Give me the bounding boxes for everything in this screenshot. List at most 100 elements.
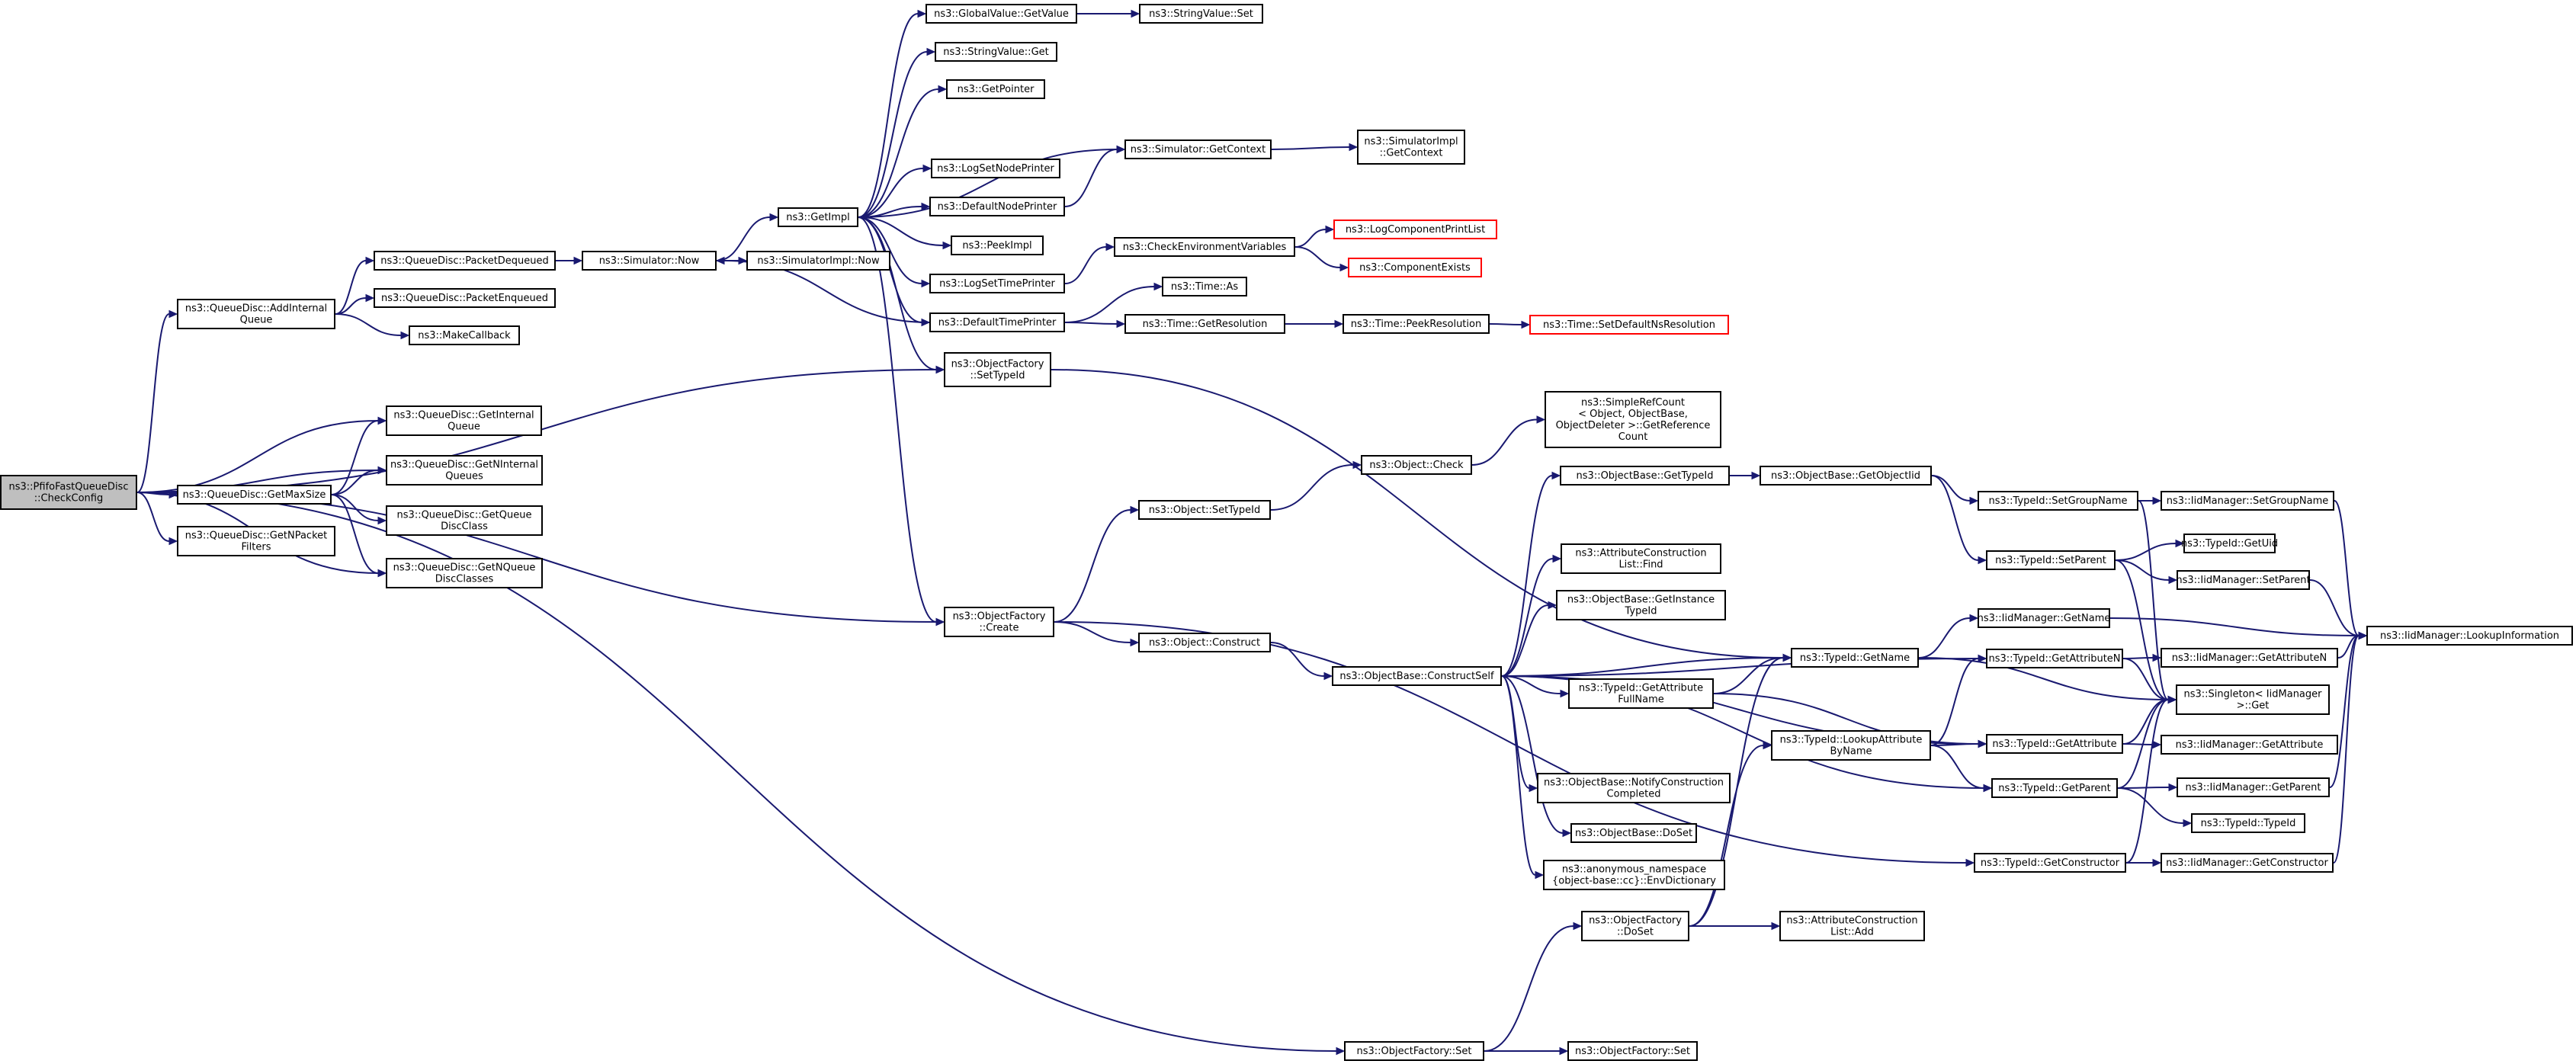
function-node-ns3-logsettimeprinter[interactable]: ns3::LogSetTimePrinter xyxy=(929,274,1065,293)
node-box xyxy=(2161,735,2338,755)
function-node-ns3-stringvalue-get[interactable]: ns3::StringValue::Get xyxy=(935,42,1057,62)
function-node-ns3-object-construct[interactable]: ns3::Object::Construct xyxy=(1138,633,1271,652)
node-box xyxy=(1114,237,1295,257)
function-node-ns3-queuedisc-packetenqueued[interactable]: ns3::QueueDisc::PacketEnqueued xyxy=(374,288,556,308)
function-node-ns3-typeid-getname[interactable]: ns3::TypeId::GetName xyxy=(1791,648,1919,668)
function-node-ns3-logsetnodeprinter[interactable]: ns3::LogSetNodePrinter xyxy=(931,159,1060,178)
function-node-ns3-typeid-getparent[interactable]: ns3::TypeId::GetParent xyxy=(1991,778,2118,798)
call-edge xyxy=(2115,559,2178,585)
function-node-ns3-getimpl[interactable]: ns3::GetImpl xyxy=(778,207,858,227)
function-node-ns3-makecallback[interactable]: ns3::MakeCallback xyxy=(409,325,520,345)
function-node-ns3-objectfactory-create[interactable]: ns3::ObjectFactory::Create xyxy=(944,607,1054,637)
call-edge-line xyxy=(1501,675,1561,694)
function-node-ns3-typeid-getconstructor[interactable]: ns3::TypeId::GetConstructor xyxy=(1974,853,2126,873)
function-node-ns3-time-setdefaultnsresolution[interactable]: ns3::Time::SetDefaultNsResolution xyxy=(1529,315,1729,335)
node-label: DiscClasses xyxy=(435,574,494,585)
arrowhead-icon xyxy=(2152,653,2162,662)
function-node-ns3-componentexists[interactable]: ns3::ComponentExists xyxy=(1348,258,1482,277)
function-node-ns3-time-as[interactable]: ns3::Time::As xyxy=(1162,277,1247,296)
function-node-ns3-simulatorimpl-now[interactable]: ns3::SimulatorImpl::Now xyxy=(746,251,890,271)
function-node-ns3-queuedisc-packetdequeued[interactable]: ns3::QueueDisc::PacketDequeued xyxy=(374,251,556,271)
function-node-ns3-object-check[interactable]: ns3::Object::Check xyxy=(1361,455,1472,475)
call-edge xyxy=(1689,921,1781,931)
call-edges xyxy=(136,9,2368,1056)
function-node-ns3-objectbase-doset[interactable]: ns3::ObjectBase::DoSet xyxy=(1570,823,1697,843)
call-edge xyxy=(858,216,945,627)
function-node-ns3-simulator-getcontext[interactable]: ns3::Simulator::GetContext xyxy=(1124,139,1272,159)
function-node-ns3-iidmanager-lookupinformation[interactable]: ns3::IidManager::LookupInformation xyxy=(2366,626,2573,646)
node-label: ns3::QueueDisc::GetNQueue xyxy=(393,562,536,574)
function-node-ns3-typeid-getuid[interactable]: ns3::TypeId::GetUid xyxy=(2181,534,2278,553)
node-label: ns3::QueueDisc::GetQueue xyxy=(397,510,532,521)
function-node-ns3-typeid-setgroupname[interactable]: ns3::TypeId::SetGroupName xyxy=(1978,491,2138,511)
function-node-ns3-pfifofastqueuedisc-checkconfig[interactable]: ns3::PfifoFastQueueDisc::CheckConfig xyxy=(0,475,137,510)
function-node-ns3-objectbase-getobjectiid[interactable]: ns3::ObjectBase::GetObjectIid xyxy=(1760,466,1932,486)
node-box xyxy=(944,607,1054,637)
node-box xyxy=(1556,590,1726,620)
function-node-ns3-iidmanager-getconstructor[interactable]: ns3::IidManager::GetConstructor xyxy=(2161,853,2334,873)
function-node-ns3-object-settypeid[interactable]: ns3::Object::SetTypeId xyxy=(1138,500,1271,520)
function-node-ns3-objectbase-gettypeid[interactable]: ns3::ObjectBase::GetTypeId xyxy=(1560,466,1730,486)
function-node-ns3-objectbase-constructself[interactable]: ns3::ObjectBase::ConstructSelf xyxy=(1332,666,1502,686)
function-node-ns3-typeid-getattribute[interactable]: ns3::TypeId::GetAttribute xyxy=(1986,734,2123,754)
node-box xyxy=(1986,734,2123,754)
function-node-ns3-iidmanager-getname[interactable]: ns3::IidManager::GetName xyxy=(1978,608,2111,628)
function-node-ns3-getpointer[interactable]: ns3::GetPointer xyxy=(946,79,1045,99)
call-edge-line xyxy=(2138,500,2169,700)
node-label: >::Get xyxy=(2237,700,2270,712)
node-label: ns3::Object::Construct xyxy=(1149,637,1260,649)
node-label: ns3::ObjectBase::GetInstance xyxy=(1567,594,1715,606)
function-node-ns3-time-peekresolution[interactable]: ns3::Time::PeekResolution xyxy=(1343,314,1490,334)
function-node-ns3-typeid-setparent[interactable]: ns3::TypeId::SetParent xyxy=(1986,550,2116,570)
function-node-ns3-simulator-now[interactable]: ns3::Simulator::Now xyxy=(582,251,717,271)
function-node-ns3-anonymous-namespace-object-base-cc-envdictionary[interactable]: ns3::anonymous_namespace{object-base::cc… xyxy=(1543,860,1725,890)
function-node-ns3-typeid-typeid[interactable]: ns3::TypeId::TypeId xyxy=(2191,813,2305,833)
function-node-ns3-iidmanager-getattributen[interactable]: ns3::IidManager::GetAttributeN xyxy=(2161,648,2338,668)
function-node-ns3-iidmanager-getparent[interactable]: ns3::IidManager::GetParent xyxy=(2177,777,2330,797)
call-edge-line xyxy=(1930,658,1979,746)
function-node-ns3-globalvalue-getvalue[interactable]: ns3::GlobalValue::GetValue xyxy=(925,4,1077,24)
function-node-ns3-iidmanager-setparent[interactable]: ns3::IidManager::SetParent xyxy=(2176,570,2311,590)
node-box xyxy=(1791,648,1919,668)
function-node-ns3-simulatorimpl-getcontext[interactable]: ns3::SimulatorImpl::GetContext xyxy=(1357,130,1465,165)
call-edge xyxy=(858,216,931,327)
arrowhead-icon xyxy=(922,164,932,173)
node-box xyxy=(746,251,890,271)
function-node-ns3-objectfactory-set[interactable]: ns3::ObjectFactory::Set xyxy=(1344,1041,1484,1061)
call-edge-line xyxy=(2122,658,2169,700)
node-box xyxy=(946,79,1045,99)
function-node-ns3-defaultnodeprinter[interactable]: ns3::DefaultNodePrinter xyxy=(929,197,1065,216)
function-node-ns3-objectfactory-settypeid[interactable]: ns3::ObjectFactory::SetTypeId xyxy=(944,352,1051,387)
function-node-ns3-checkenvironmentvariables[interactable]: ns3::CheckEnvironmentVariables xyxy=(1114,237,1295,257)
arrowhead-icon xyxy=(1130,505,1140,514)
function-node-ns3-objectfactory-set[interactable]: ns3::ObjectFactory::Set xyxy=(1567,1041,1698,1061)
function-node-ns3-iidmanager-setgroupname[interactable]: ns3::IidManager::SetGroupName xyxy=(2161,491,2334,511)
function-node-ns3-simplerefcount-object-objectbase-objectdeleter-getreference-count[interactable]: ns3::SimpleRefCount< Object, ObjectBase,… xyxy=(1545,391,1721,448)
node-box xyxy=(582,251,717,271)
function-node-ns3-queuedisc-getmaxsize[interactable]: ns3::QueueDisc::GetMaxSize xyxy=(177,485,332,505)
function-node-ns3-peekimpl[interactable]: ns3::PeekImpl xyxy=(951,236,1044,255)
function-node-ns3-logcomponentprintlist[interactable]: ns3::LogComponentPrintList xyxy=(1333,220,1497,239)
function-node-ns3-time-getresolution[interactable]: ns3::Time::GetResolution xyxy=(1124,314,1285,334)
function-node-ns3-objectfactory-doset[interactable]: ns3::ObjectFactory::DoSet xyxy=(1581,911,1689,941)
call-edge xyxy=(1931,475,1979,505)
call-edge-line xyxy=(1918,657,2169,700)
function-node-ns3-defaulttimeprinter[interactable]: ns3::DefaultTimePrinter xyxy=(929,312,1065,332)
function-node-ns3-objectbase-notifyconstruction-completed[interactable]: ns3::ObjectBase::NotifyConstructionCompl… xyxy=(1537,773,1731,803)
function-node-ns3-typeid-getattributen[interactable]: ns3::TypeId::GetAttributeN xyxy=(1986,649,2123,668)
function-node-ns3-singleton-iidmanager-get[interactable]: ns3::Singleton< IidManager>::Get xyxy=(2176,684,2330,715)
function-node-ns3-iidmanager-getattribute[interactable]: ns3::IidManager::GetAttribute xyxy=(2161,735,2338,755)
call-edge xyxy=(1930,745,1993,793)
function-node-ns3-stringvalue-set[interactable]: ns3::StringValue::Set xyxy=(1139,4,1263,24)
